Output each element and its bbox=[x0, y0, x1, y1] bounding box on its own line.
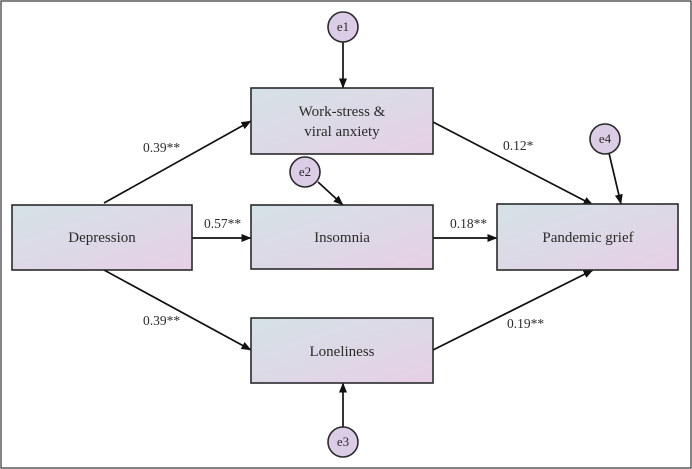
node-pandemic-grief-label: Pandemic grief bbox=[542, 230, 633, 246]
error-e1: e1 bbox=[327, 11, 359, 43]
node-depression-label: Depression bbox=[68, 230, 136, 246]
coef-work-stress-pandemic-grief: 0.12* bbox=[503, 138, 534, 153]
error-e2-label: e2 bbox=[299, 164, 311, 179]
edge-depression-work-stress bbox=[103, 120, 252, 204]
coef-depression-loneliness: 0.39** bbox=[143, 313, 180, 328]
edge-e4-pandemic-grief bbox=[608, 152, 623, 205]
node-depression: Depression bbox=[11, 204, 193, 271]
error-e4-label: e4 bbox=[599, 131, 612, 146]
node-loneliness: Loneliness bbox=[250, 317, 434, 384]
coef-depression-insomnia: 0.57** bbox=[204, 216, 241, 231]
node-insomnia: Insomnia bbox=[250, 204, 434, 270]
coef-loneliness-pandemic-grief: 0.19** bbox=[507, 316, 544, 331]
node-pandemic-grief: Pandemic grief bbox=[496, 203, 679, 271]
coef-insomnia-pandemic-grief: 0.18** bbox=[450, 216, 487, 231]
node-work-stress-label-line1: Work-stress & bbox=[299, 104, 386, 120]
error-e1-label: e1 bbox=[337, 19, 349, 34]
error-e2: e2 bbox=[289, 156, 321, 188]
node-loneliness-label: Loneliness bbox=[310, 344, 375, 360]
node-work-stress: Work-stress & viral anxiety bbox=[250, 87, 434, 155]
edge-e2-insomnia bbox=[317, 181, 344, 206]
edge-depression-loneliness bbox=[103, 269, 252, 351]
node-insomnia-label: Insomnia bbox=[314, 230, 370, 246]
edge-loneliness-pandemic-grief bbox=[432, 269, 594, 351]
error-e3-label: e3 bbox=[337, 434, 349, 449]
edge-work-stress-pandemic-grief bbox=[432, 121, 594, 206]
coef-depression-work-stress: 0.39** bbox=[143, 140, 180, 155]
error-e4: e4 bbox=[589, 123, 621, 155]
node-work-stress-label-line2: viral anxiety bbox=[304, 124, 380, 140]
error-e3: e3 bbox=[327, 426, 359, 458]
